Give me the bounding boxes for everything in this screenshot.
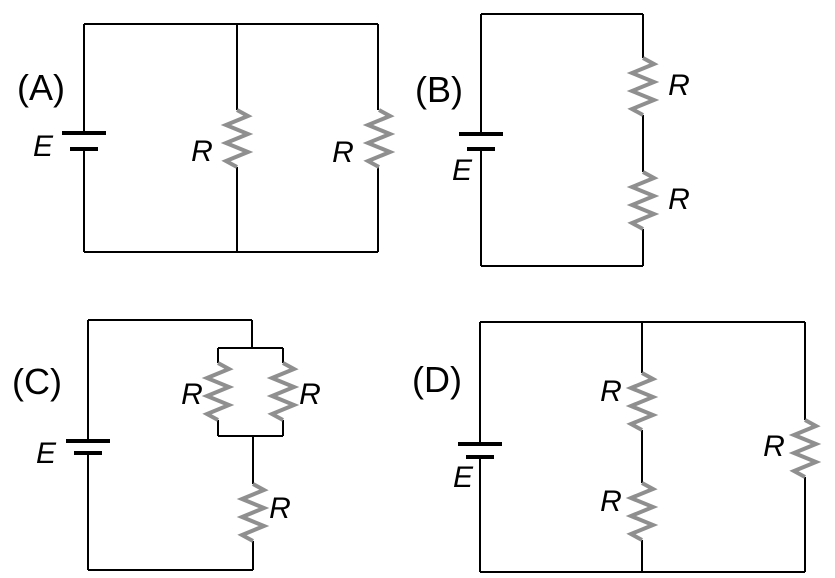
- battery-short-plate: [466, 455, 494, 459]
- circuit-d-wires: [479, 321, 806, 573]
- circuit-c-wires: [87, 319, 284, 571]
- circuit-a: (A) E R R: [17, 23, 396, 253]
- emf-label: E: [36, 437, 57, 470]
- resistor-label: R: [181, 378, 203, 411]
- emf-label: E: [452, 154, 473, 187]
- resistor-icon: [266, 361, 300, 422]
- circuit-a-wires: [83, 23, 379, 253]
- resistor-label: R: [600, 485, 622, 518]
- resistor-icon: [788, 418, 822, 479]
- battery-icon: [66, 439, 110, 455]
- resistor-icon: [625, 481, 659, 542]
- resistor-icon: [220, 108, 254, 169]
- resistor-label: R: [600, 375, 622, 408]
- resistor-icon: [201, 361, 235, 422]
- battery-icon: [459, 132, 503, 151]
- circuit-b-label: (B): [415, 69, 463, 110]
- resistor-label: R: [332, 136, 354, 169]
- circuit-d: (D) E R R R: [412, 321, 822, 573]
- battery-icon: [458, 442, 502, 459]
- resistor-label: R: [668, 69, 690, 102]
- resistor-label: R: [191, 135, 213, 168]
- resistor-icon: [625, 371, 659, 432]
- battery-short-plate: [70, 147, 98, 151]
- resistor-label: R: [763, 430, 785, 463]
- resistor-label: R: [269, 492, 291, 525]
- resistor-icon: [362, 108, 396, 169]
- battery-short-plate: [467, 147, 495, 151]
- resistor-icon: [626, 56, 660, 117]
- resistor-label: R: [668, 183, 690, 216]
- circuit-d-label: (D): [412, 359, 462, 400]
- resistor-icon: [236, 482, 270, 543]
- circuit-c: (C) E R R R: [12, 319, 321, 571]
- circuit-b-wires: [480, 13, 644, 267]
- emf-label: E: [33, 130, 54, 163]
- battery-long-plate: [62, 131, 106, 135]
- circuit-c-label: (C): [12, 361, 62, 402]
- circuit-b: (B) E R R: [415, 13, 690, 267]
- circuit-a-label: (A): [17, 67, 65, 108]
- battery-long-plate: [66, 439, 110, 443]
- battery-long-plate: [459, 132, 503, 136]
- resistor-icon: [626, 170, 660, 231]
- battery-short-plate: [74, 451, 102, 455]
- emf-label: E: [453, 461, 474, 494]
- battery-icon: [62, 131, 106, 151]
- battery-long-plate: [458, 442, 502, 446]
- resistor-label: R: [299, 378, 321, 411]
